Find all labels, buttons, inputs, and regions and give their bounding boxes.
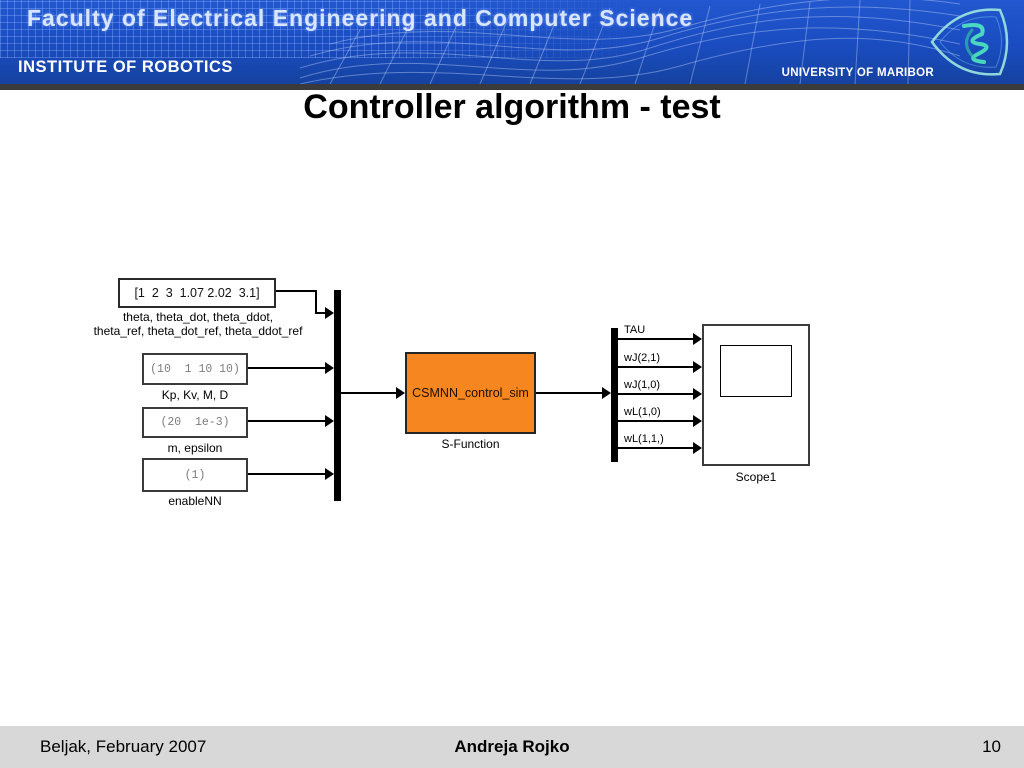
theta-label-line2: theta_ref, theta_dot_ref, theta_ddot_ref [93,324,303,338]
demux-block [611,328,618,462]
arrowhead-signal-wJ10 [693,388,702,400]
constant-block-m-epsilon: (20 1e-3) [142,407,248,438]
arrowhead-signal-wL11 [693,442,702,454]
constant-block-m-epsilon-label: m, epsilon [167,441,223,455]
university-name: UNIVERSITY OF MARIBOR [781,67,934,79]
footer-page-number: 10 [982,737,1001,756]
wire-theta-h1 [276,290,317,292]
wire-theta-v [315,290,317,314]
footer-author: Andreja Rojko [454,737,570,756]
signal-label-TAU: TAU [624,324,646,336]
wire-signal-wJ21 [618,366,693,368]
university-of-maribor-logo-icon [930,8,1009,76]
institute-name: INSTITUTE OF ROBOTICS [18,58,233,76]
grid-texture [0,0,640,58]
constant-block-gains: (10 1 10 10) [142,353,248,385]
arrowhead-signal-wL10 [693,415,702,427]
scope-block [702,324,810,466]
sfunction-block-label: S-Function [441,437,500,451]
footer-date: Beljak, February 2007 [40,737,207,756]
arrowhead-sfunction-to-demux [602,387,611,399]
wire-sfunction-to-demux [536,392,602,394]
header-banner: Faculty of Electrical Engineering and Co… [0,0,1024,84]
wire-signal-wL11 [618,447,693,449]
wire-signal-wJ10 [618,393,693,395]
constant-block-enableNN: (1) [142,458,248,492]
wire-enableNN-to-mux [248,473,325,475]
constant-block-enableNN-label: enableNN [168,494,222,508]
faculty-name: Faculty of Electrical Engineering and Co… [27,5,694,31]
wire-signal-wL10 [618,420,693,422]
wire-theta-h2 [315,312,326,314]
arrowhead-theta-to-mux [325,307,334,319]
constant-block-gains-label: Kp, Kv, M, D [161,388,229,402]
wire-m-epsilon-to-mux [248,420,325,422]
slide-footer: Beljak, February 2007 Andreja Rojko 10 [0,726,1024,768]
signal-label-wL11: wL(1,1,) [624,433,664,445]
arrowhead-gains-to-mux [325,362,334,374]
signal-label-wJ10: wJ(1,0) [624,379,661,391]
scope-screen [720,345,792,397]
signal-label-wL10: wL(1,0) [624,406,661,418]
wire-gains-to-mux [248,367,325,369]
arrowhead-signal-wJ21 [693,361,702,373]
wireframe-mesh-decoration [300,0,960,84]
signal-label-wJ21: wJ(2,1) [624,352,661,364]
sfunction-block: CSMNN_control_sim [405,352,536,434]
constant-block-theta: [1 2 3 1.07 2.02 3.1] [118,278,276,308]
constant-block-theta-label: theta, theta_dot, theta_ddot, theta_ref,… [33,310,363,338]
arrowhead-enableNN-to-mux [325,468,334,480]
slide-title: Controller algorithm - test [303,88,721,126]
scope-block-label: Scope1 [735,470,777,484]
wire-mux-to-sfunction [341,392,396,394]
theta-label-line1: theta, theta_dot, theta_ddot, [122,310,274,324]
header-separator-bar [0,84,1024,90]
wire-signal-TAU [618,338,693,340]
arrowhead-signal-TAU [693,333,702,345]
mux-block [334,290,341,501]
arrowhead-m-epsilon-to-mux [325,415,334,427]
arrowhead-mux-to-sfunction [396,387,405,399]
